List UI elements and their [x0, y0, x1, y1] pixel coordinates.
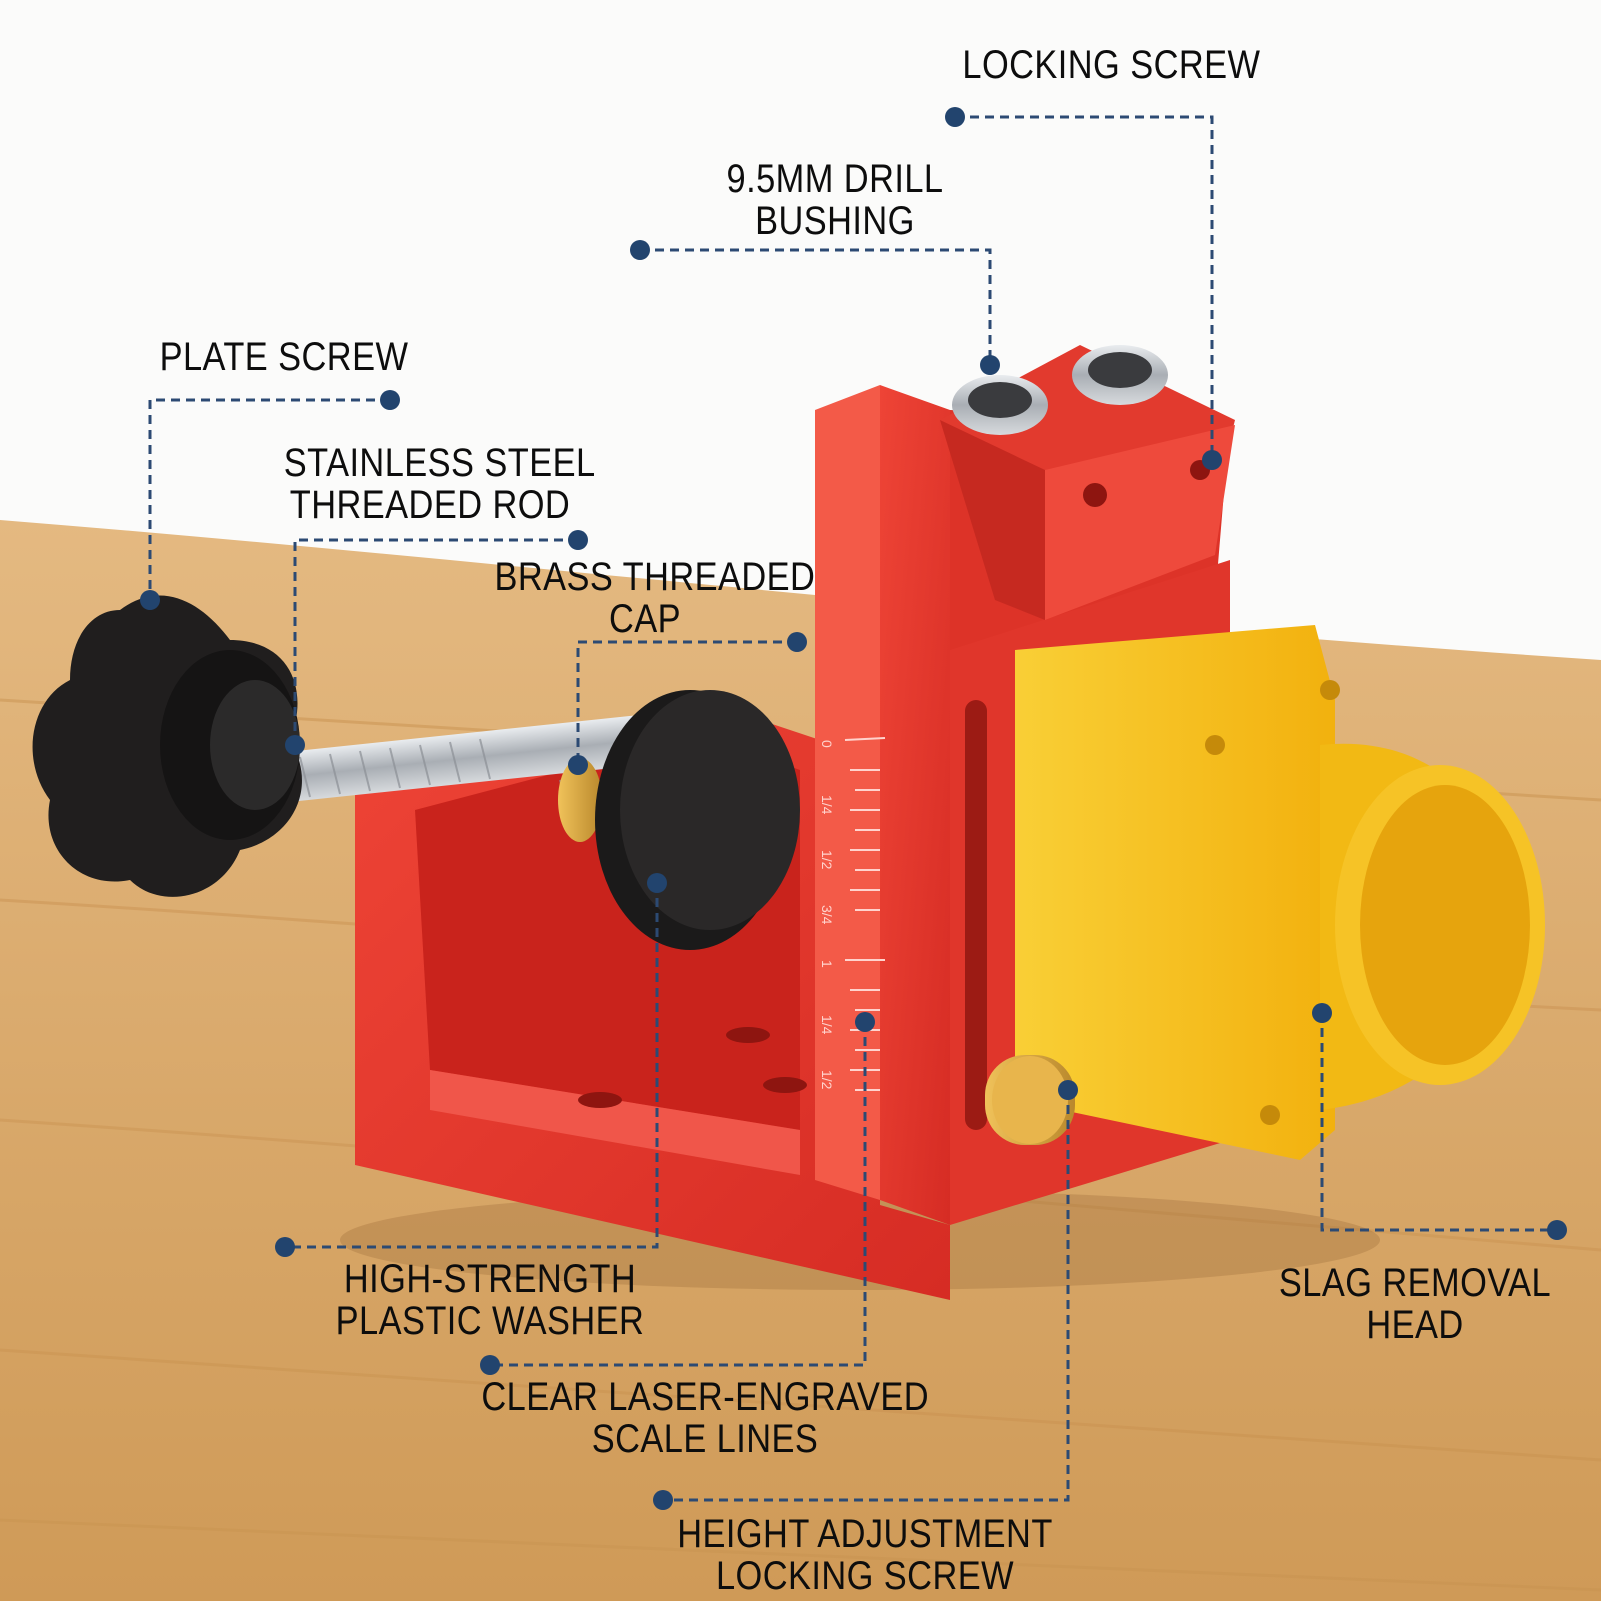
brass-height-screw: [985, 1055, 1075, 1145]
label-locking-screw: LOCKING SCREW: [962, 43, 1261, 87]
scale-mark: 1/4: [819, 1015, 835, 1035]
marker-dot: [653, 1490, 673, 1510]
scale-mark: 1/4: [819, 795, 835, 815]
marker-dot: [855, 1012, 875, 1032]
marker-dot: [787, 632, 807, 652]
scale-ruler: 0 1/4 1/2 3/4 1 1/4 1/2: [819, 737, 886, 1091]
threaded-rod: [249, 715, 651, 842]
scale-mark: 1/2: [819, 1070, 835, 1090]
leader-slag-head: [1320, 1013, 1557, 1232]
marker-dot: [1058, 1080, 1078, 1100]
marker-dot: [380, 390, 400, 410]
marker-dot: [980, 355, 1000, 375]
label-slag-removal-head: SLAG REMOVAL HEAD: [1278, 1261, 1552, 1347]
marker-dot: [630, 240, 650, 260]
label-plate-screw: PLATE SCREW: [159, 335, 409, 379]
label-scale-lines: CLEAR LASER-ENGRAVED SCALE LINES: [481, 1375, 930, 1461]
star-knob: [32, 595, 302, 897]
label-threaded-rod: STAINLESS STEEL THREADED ROD: [283, 441, 596, 527]
label-plastic-washer: HIGH-STRENGTH PLASTIC WASHER: [335, 1257, 645, 1343]
marker-dot: [140, 590, 160, 610]
scale-mark: 3/4: [819, 905, 835, 925]
drill-guide-block: [940, 345, 1235, 620]
leader-plate-screw: [148, 398, 390, 600]
leader-brass-cap: [576, 640, 797, 765]
marker-dot: [568, 755, 588, 775]
clamp-body: [355, 700, 950, 1300]
leader-plastic-washer: [285, 883, 659, 1249]
marker-dot: [1312, 1003, 1332, 1023]
scale-mark: 1/2: [819, 850, 835, 870]
label-drill-bushing: 9.5MM DRILL BUSHING: [726, 157, 944, 243]
scale-mark: 0: [819, 740, 835, 748]
marker-dot: [945, 107, 965, 127]
leader-locking-screw: [955, 115, 1214, 460]
leader-drill-bushing: [640, 248, 992, 365]
marker-dot: [1202, 450, 1222, 470]
round-cap: [595, 690, 800, 950]
leader-threaded-rod: [293, 538, 578, 745]
label-brass-cap: BRASS THREADED CAP: [494, 555, 816, 641]
marker-dot: [1547, 1220, 1567, 1240]
leader-lines: [140, 107, 1567, 1510]
leader-height-screw: [663, 1090, 1070, 1502]
label-height-locking-screw: HEIGHT ADJUSTMENT LOCKING SCREW: [677, 1512, 1053, 1598]
scale-mark: 1: [819, 960, 835, 968]
leader-scale-lines: [490, 1022, 867, 1367]
marker-dot: [568, 530, 588, 550]
marker-dot: [480, 1355, 500, 1375]
marker-dot: [647, 873, 667, 893]
marker-dot: [285, 735, 305, 755]
marker-dot: [275, 1237, 295, 1257]
slag-removal-head: [1015, 625, 1545, 1160]
